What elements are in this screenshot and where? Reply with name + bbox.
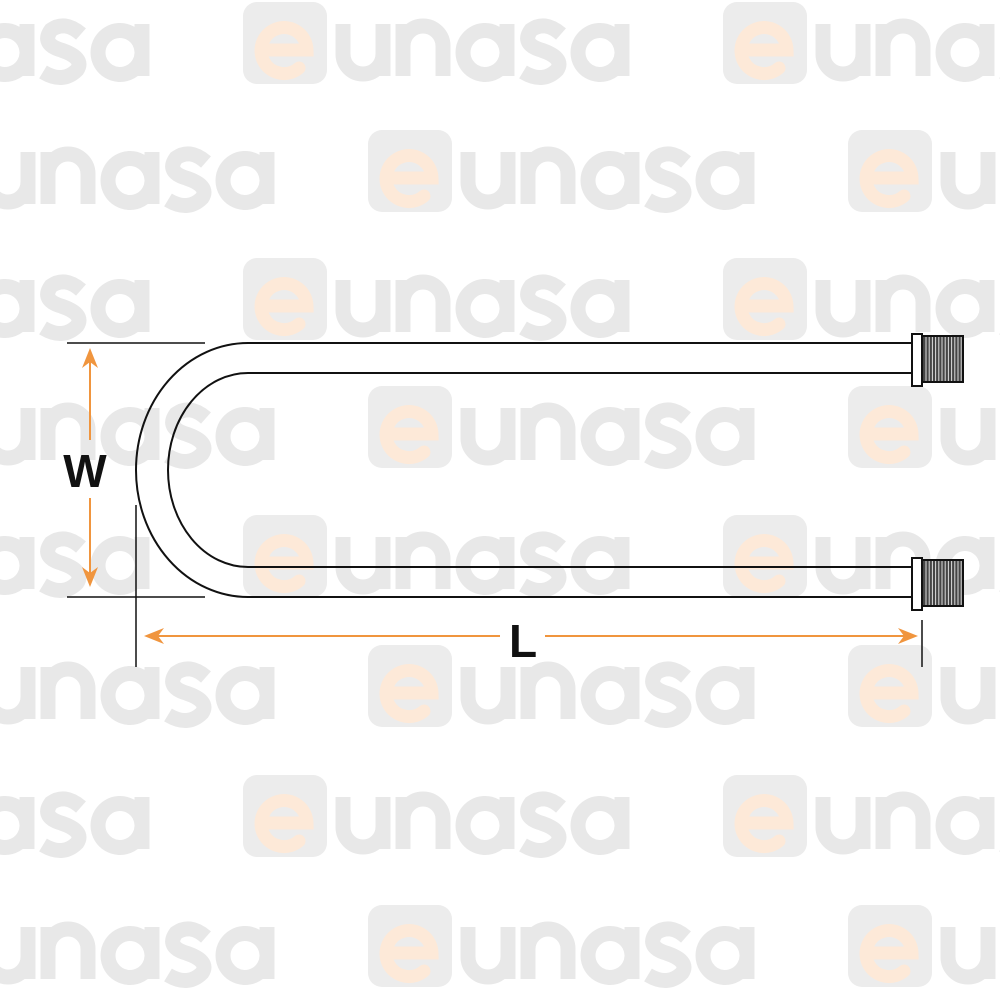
- watermark-logo: [368, 386, 755, 469]
- length-label: L: [509, 615, 537, 667]
- watermark-logo: [723, 515, 1000, 597]
- watermark-logo: [848, 905, 996, 987]
- arrowhead-right-icon: [898, 628, 918, 644]
- watermark-logo: [0, 661, 275, 728]
- watermark-logo: [848, 645, 996, 727]
- watermark-logo: [243, 515, 630, 598]
- width-dimension: W: [63, 342, 205, 598]
- watermark-logo: [0, 274, 150, 341]
- watermark-logo: [243, 2, 630, 85]
- flange-bottom: [911, 557, 923, 611]
- watermark-logo: [848, 386, 996, 468]
- watermark-logo: [723, 775, 1000, 857]
- watermark-logo: [368, 645, 755, 728]
- flange-top: [911, 333, 923, 387]
- watermark-logo: [848, 130, 996, 212]
- length-dimension: L: [135, 505, 923, 667]
- watermark-logo: [0, 402, 275, 469]
- watermark-logo: [723, 2, 1000, 84]
- watermark-logo: [0, 921, 275, 988]
- u-shaped-heating-element: [135, 342, 912, 598]
- tube-inner-edge: [167, 372, 912, 568]
- arrowhead-down-icon: [82, 567, 98, 587]
- watermark-logo: [0, 18, 150, 85]
- watermark-logo: [0, 146, 275, 213]
- watermark-logo: [0, 531, 150, 598]
- watermark-logo: [0, 791, 150, 858]
- arrowhead-up-icon: [82, 348, 98, 368]
- watermark-logo: [723, 258, 1000, 340]
- watermark-logo: [368, 130, 755, 213]
- arrowhead-left-icon: [144, 628, 164, 644]
- watermark-logo: [368, 905, 755, 988]
- fitting-top: [911, 333, 964, 387]
- fitting-bottom: [911, 557, 964, 611]
- watermark-logo: [243, 775, 630, 858]
- watermark-logo: [243, 258, 630, 341]
- tube-outer-edge: [135, 342, 912, 598]
- width-label: W: [63, 445, 107, 497]
